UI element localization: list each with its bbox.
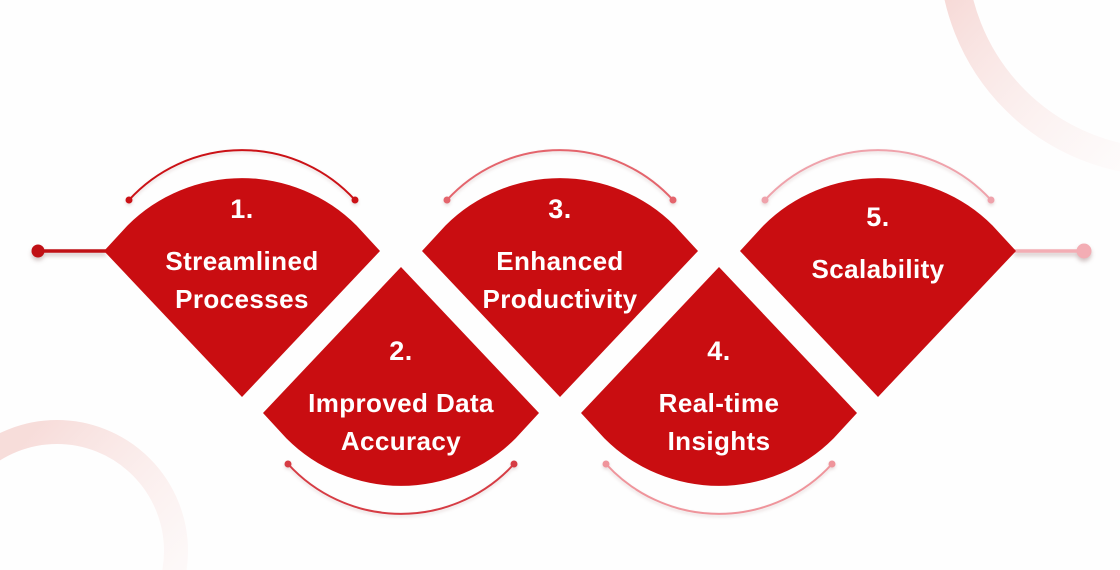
step-5-shape: [740, 178, 1016, 397]
step-5-arc-dot-left: [761, 196, 769, 204]
step-5-accent-arc: [761, 149, 995, 204]
step-1-shape: [104, 178, 380, 397]
step-4-arc-dot-left: [602, 460, 610, 468]
decorative-ring-top-right: [944, 0, 1120, 172]
step-2-shape: [263, 267, 539, 486]
step-1-accent-arc: [125, 149, 359, 204]
left-connector-dot: [31, 244, 45, 258]
step-2-arc-dot-left: [284, 460, 292, 468]
step-4-arc-dot-right: [828, 460, 836, 468]
step-2-arc-line: [287, 463, 515, 515]
step-4-accent-arc: [602, 460, 836, 515]
step-5-arc-line: [764, 149, 992, 201]
step-1-arc-line: [128, 149, 356, 201]
step-3-arc-dot-left: [443, 196, 451, 204]
left-connector: [31, 244, 106, 258]
decorative-ring-bottom-left: [0, 420, 188, 570]
step-4-shape: [581, 267, 857, 486]
step-3-shape: [422, 178, 698, 397]
step-3-arc-line: [446, 149, 674, 201]
step-2-arc-dot-right: [510, 460, 518, 468]
step-3-arc-dot-right: [669, 196, 677, 204]
step-1-arc-dot-left: [125, 196, 133, 204]
step-5-arc-dot-right: [987, 196, 995, 204]
step-4-arc-line: [605, 463, 833, 515]
step-2-accent-arc: [284, 460, 518, 515]
step-3-accent-arc: [443, 149, 677, 204]
step-1-arc-dot-right: [351, 196, 359, 204]
right-connector: [1014, 243, 1092, 259]
right-connector-dot: [1076, 243, 1092, 259]
